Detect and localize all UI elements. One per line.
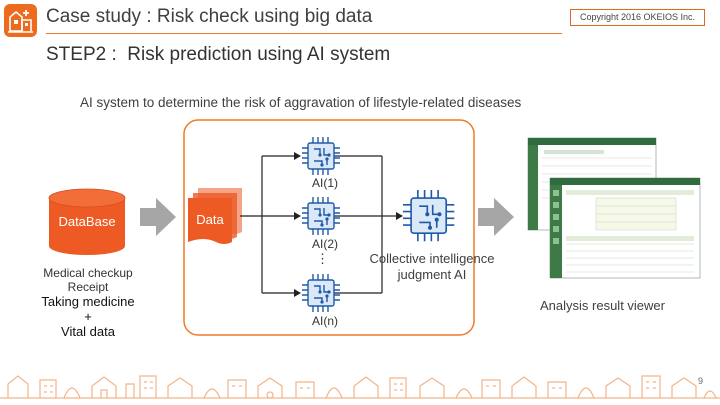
collective-ai-chip-icon — [403, 190, 455, 242]
title-underline — [46, 33, 562, 34]
ai-1-label: AI(1) — [312, 176, 339, 190]
database-cylinder-icon — [48, 188, 126, 255]
arrow-head-collective-icon — [396, 212, 403, 220]
ellipsis-label: ⋮ — [316, 251, 329, 266]
collective-line-2: judgment AI — [397, 267, 467, 282]
input-vital-data: Vital data — [61, 324, 115, 339]
viewer-label: Analysis result viewer — [540, 298, 665, 313]
database-inputs: Medical checkup Receipt Taking medicine … — [10, 266, 166, 339]
page-number: 9 — [698, 376, 704, 386]
page-title: Case study : Risk check using big data — [46, 6, 373, 27]
arrow-head-ai1-icon — [294, 152, 301, 160]
logo-icon — [4, 4, 37, 37]
ai-chip-1-icon — [302, 137, 340, 175]
input-taking-medicine: Taking medicine — [41, 294, 135, 309]
town-skyline-decoration — [0, 375, 720, 399]
input-receipt: Receipt — [67, 280, 109, 294]
arrow-head-ai2-icon — [294, 212, 301, 220]
ai-chip-n-icon — [302, 274, 340, 312]
arrow-head-ain-icon — [294, 289, 301, 297]
arrow-db-to-data-icon — [140, 198, 176, 236]
ai-chip-2-icon — [302, 197, 340, 235]
collective-ai-label: Collective intelligence judgment AI — [358, 251, 506, 283]
copyright-badge: Copyright 2016 OKEIOS Inc. — [570, 9, 705, 26]
input-plus: + — [84, 309, 92, 324]
input-medical-checkup: Medical checkup — [43, 266, 133, 280]
step-heading: STEP2 : Risk prediction using AI system — [46, 44, 391, 65]
collective-line-1: Collective intelligence — [369, 251, 495, 266]
arrow-ai-to-viewer-icon — [478, 198, 514, 236]
database-label: DataBase — [58, 214, 116, 229]
ai-system-frame — [183, 119, 475, 336]
viewer-screenshot-front — [549, 177, 701, 279]
connector-lines — [240, 155, 396, 294]
ai-2-label: AI(2) — [312, 237, 339, 251]
data-stack-icon — [188, 188, 242, 244]
ai-n-label: AI(n) — [312, 314, 339, 328]
diagram-description: AI system to determine the risk of aggra… — [80, 95, 522, 110]
data-label: Data — [196, 212, 224, 227]
